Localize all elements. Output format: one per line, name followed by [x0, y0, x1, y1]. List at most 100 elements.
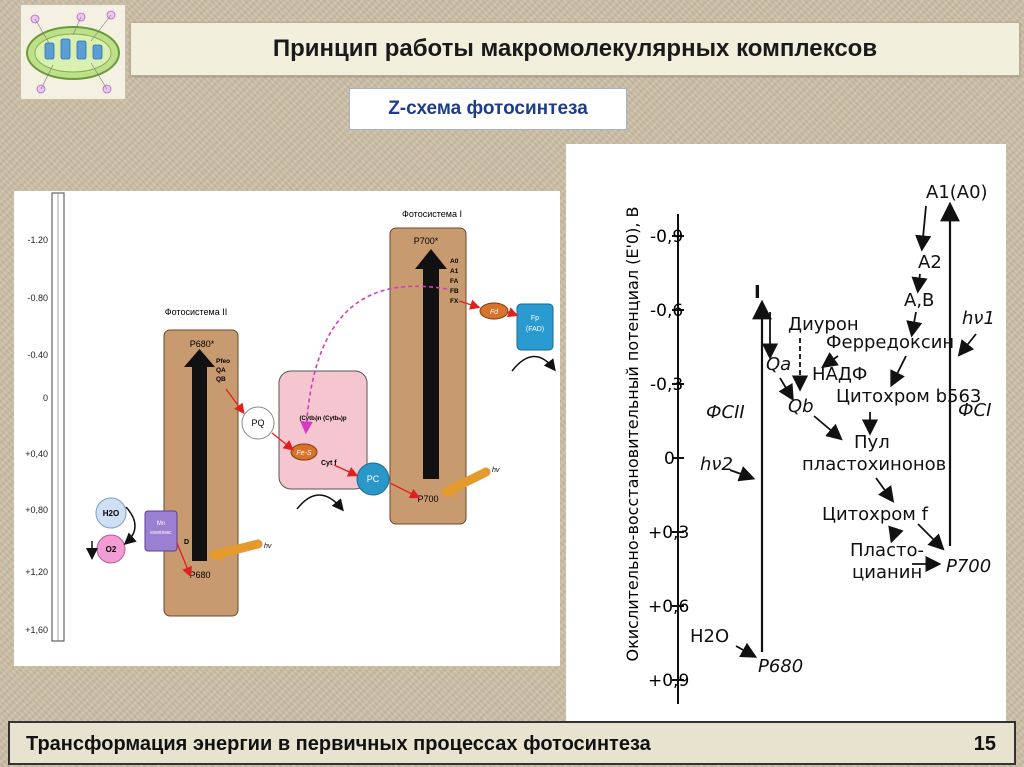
ps1-top-label: P700* [414, 236, 439, 246]
ps1-bottom-label: P700 [417, 494, 438, 504]
pq-label: PQ [251, 418, 264, 428]
arrow-cytf-to-plastocyanin [888, 525, 904, 544]
ps2-acceptor: QB [216, 376, 226, 383]
y-tick-label: +0,9 [648, 671, 689, 691]
chloroplast-logo [20, 4, 126, 100]
ps2-d-label: D [184, 539, 189, 546]
arrow-pq-to-fes [271, 432, 295, 451]
mn-complex [144, 510, 178, 552]
label-ab: A,B [904, 290, 934, 311]
arrow-fd-to-cyt563 [890, 355, 907, 388]
y-axis-label: Окислительно-восстановительный потенциал… [623, 207, 642, 662]
cytb-label: (Cytbₗ)n (Cytbₕ)p [299, 416, 346, 422]
arrow-a1-to-a2 [915, 205, 932, 252]
label-ferredoxin: Ферредоксин [826, 332, 954, 353]
page-number: 15 [973, 733, 996, 755]
label-hv2: hν2 [700, 454, 733, 475]
ps2-bottom-label: P680 [189, 570, 210, 580]
ps2-label: Фотосистема II [165, 307, 227, 317]
fp-label: (FAD) [526, 326, 544, 333]
potential-axis [51, 192, 65, 642]
arrow-a2-to-ab [911, 273, 928, 294]
label-a1a0: A1(A0) [926, 182, 988, 203]
label-diuron: Диурон [788, 314, 859, 335]
title-bar: Принцип работы макромолекулярных комплек… [130, 22, 1020, 76]
ps2-acceptor: QA [216, 367, 226, 374]
water-split-arrow [123, 506, 137, 545]
label-p680: P680 [758, 656, 803, 677]
axis-tick: +1,60 [25, 625, 48, 635]
subtitle: Z-схема фотосинтеза [388, 98, 588, 119]
arrow-cytf-to-p700 [917, 523, 945, 551]
axis-tick: +0,40 [25, 449, 48, 459]
ps2-top-label: P680* [190, 339, 215, 349]
arrow-qa-to-qb [778, 377, 794, 402]
label-cytf: Цитохром f [822, 504, 929, 525]
y-tick-label: -0,9 [650, 227, 683, 247]
h2o-node [95, 497, 127, 529]
ps2-acceptor: Pfeo [216, 358, 230, 365]
arrow-ab-to-fd [906, 311, 923, 338]
ps1-acceptor: FX [450, 298, 459, 305]
arrow-fx-to-fd [458, 299, 481, 310]
fp-node [516, 303, 554, 351]
arrow-fd-to-nadf [821, 352, 839, 369]
y-tick-label: -0,3 [650, 375, 683, 395]
axis-tick: -0.80 [27, 293, 48, 303]
axis-tick: -0.40 [27, 350, 48, 360]
mn-label: комплекс [150, 530, 172, 536]
footer-caption: Трансформация энергии в первичных процес… [26, 733, 651, 755]
y-tick-label: -0,6 [650, 301, 683, 321]
ps1-label: Фотосистема I [402, 209, 462, 219]
label-cyanin: цианин [852, 562, 922, 583]
label-pul: Пул [854, 432, 890, 453]
ps1-hv-label: hv [492, 467, 500, 474]
cytf-label: Cyt f [321, 460, 337, 467]
arrow-hv1 [957, 333, 977, 357]
label-cyt563: Цитохром b563 [836, 386, 981, 407]
ps2-black-arrow [184, 349, 215, 561]
y-tick-label: +0,6 [648, 597, 689, 617]
label-plasto: Пласто- [850, 540, 924, 561]
label-plastoquinones: пластохинонов [802, 454, 946, 475]
page-title: Принцип работы макромолекулярных комплек… [272, 35, 878, 62]
y-tick-label: 0 [664, 449, 675, 469]
arrow-pool-to-cytf [875, 477, 895, 503]
fp-cycle-arrow [511, 355, 556, 372]
label-a2: A2 [918, 252, 942, 273]
fd-label: Fd [490, 309, 499, 316]
label-fsi: ФСI [958, 400, 991, 421]
arrow-pc-to-p700 [389, 482, 421, 499]
label-nadf: НАДФ [812, 364, 867, 385]
o2-label: O2 [106, 545, 117, 554]
axis-tick: 0 [43, 393, 48, 403]
pq-node [241, 406, 275, 440]
z-scheme-energy-svg: Окислительно-восстановительный потенциал… [623, 182, 995, 704]
cyclic-electron-flow-arrow [300, 285, 448, 435]
fes-label: Fe-S [296, 450, 312, 457]
fp-label: Fp [531, 315, 539, 322]
cytochrome-complex [278, 370, 368, 490]
pc-node [356, 462, 390, 496]
ps1-light-arrow [441, 467, 491, 498]
arrow-h2o-to-p680 [735, 642, 758, 658]
arrow-mn-to-p680 [176, 542, 192, 578]
label-roman-one: I [754, 282, 761, 303]
fes-center [290, 443, 318, 461]
mn-label: Mn [157, 521, 165, 527]
label-fsii: ФСII [706, 402, 745, 423]
axis-tick: -1.20 [27, 235, 48, 245]
z-scheme-diagram: -1.20 -0.80 -0.40 0 +0,40 +0,80 +1,20 +1… [14, 191, 560, 666]
ps2-light-arrow [209, 539, 263, 562]
axis-tick: +1,20 [25, 567, 48, 577]
cyt-cycle-arrow [296, 494, 344, 512]
label-qa: Qa [766, 354, 791, 375]
h2o-label: H2O [103, 509, 119, 518]
ps1-acceptor: A1 [450, 268, 459, 275]
ps1-acceptor: FA [450, 278, 459, 285]
chloroplast-icon [26, 10, 120, 94]
ps1-acceptor: A0 [450, 258, 459, 265]
axis-tick: +0,80 [25, 505, 48, 515]
label-qb: Qb [788, 396, 814, 417]
footer-bar: Трансформация энергии в первичных процес… [8, 721, 1016, 765]
